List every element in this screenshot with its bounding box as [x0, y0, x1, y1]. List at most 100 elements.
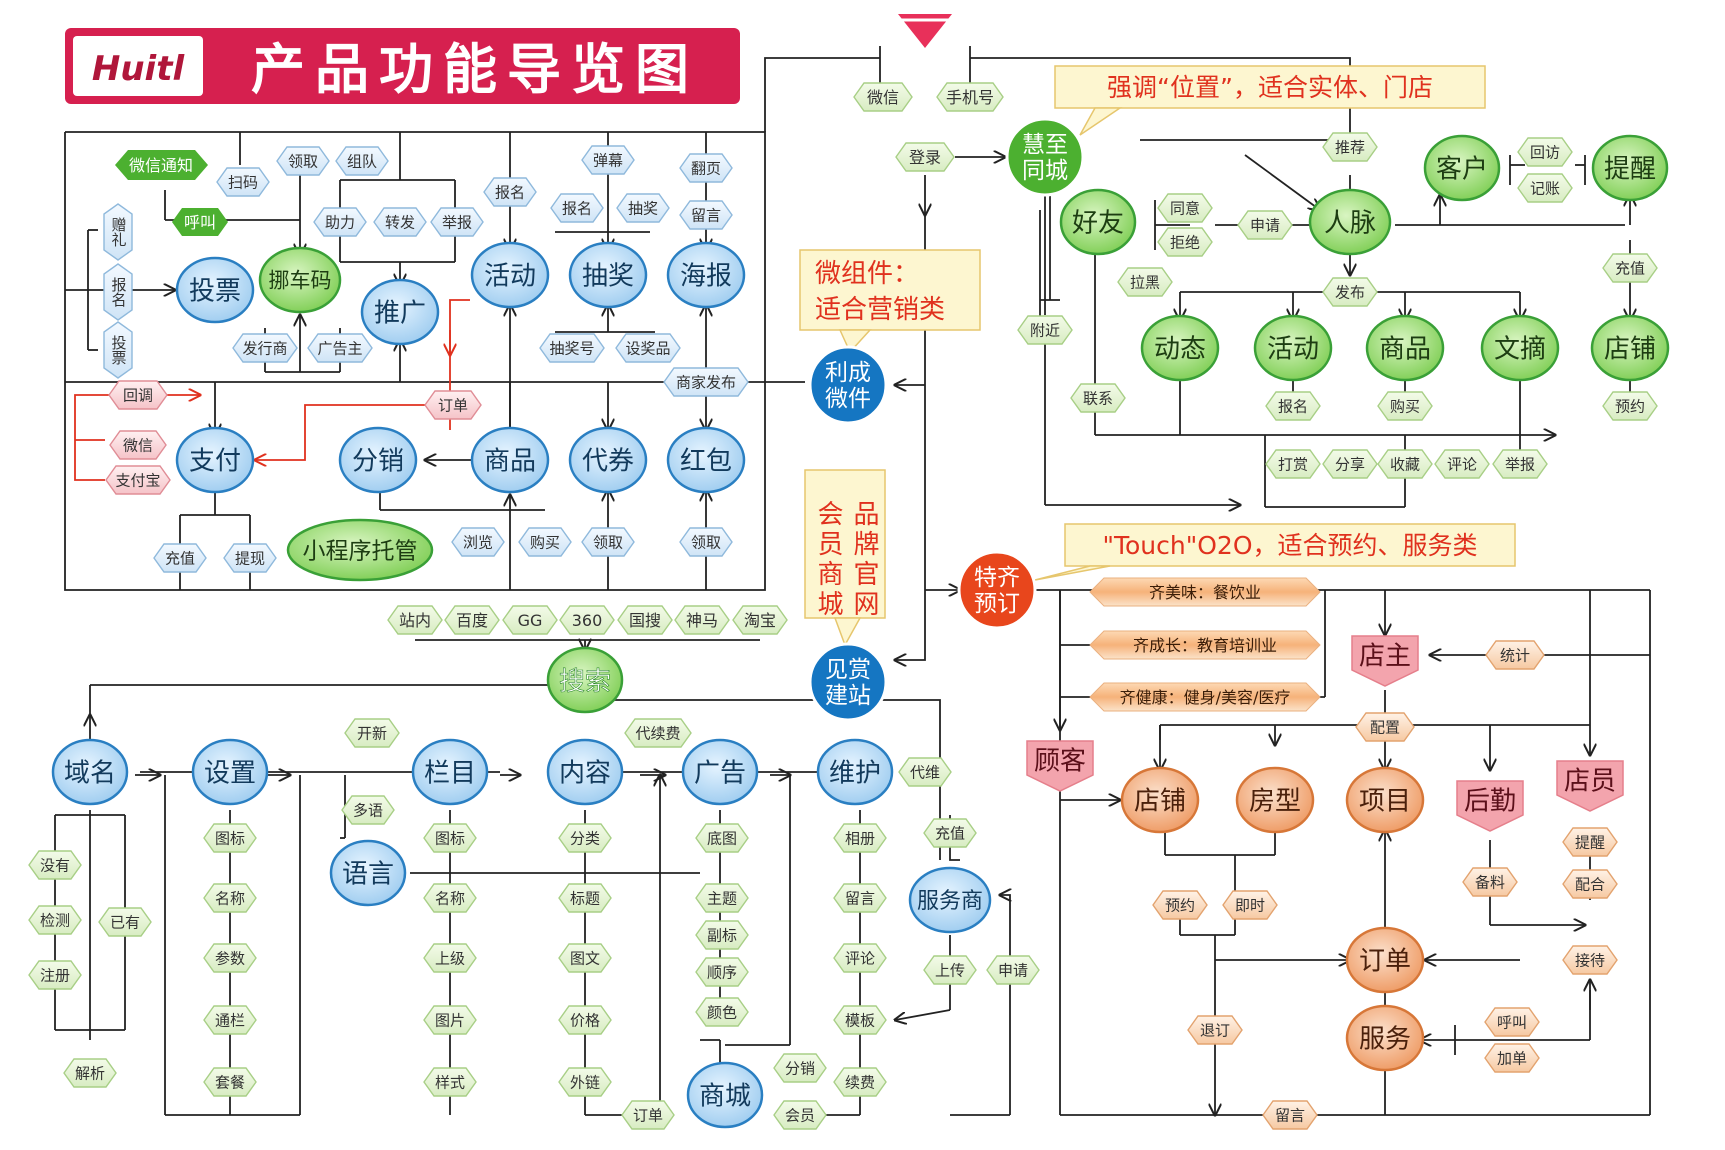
node-redpacket[interactable]: 红包 [666, 426, 746, 494]
tag-maintain-3[interactable]: 模板 [833, 1005, 887, 1035]
node-activity[interactable]: 活动 [470, 241, 550, 309]
tag-mall-member[interactable]: 会员 [773, 1100, 827, 1130]
tag-content-0[interactable]: 分类 [558, 823, 612, 853]
tag-withdraw[interactable]: 提现 [223, 543, 277, 573]
tag-callback[interactable]: 回调 [108, 380, 168, 410]
tag-reserve-city[interactable]: 预约 [1602, 391, 1658, 421]
tag-issuer[interactable]: 发行商 [232, 333, 298, 363]
tag-message-book[interactable]: 留言 [1262, 1100, 1318, 1130]
tag-domain-4[interactable]: 解析 [63, 1058, 117, 1088]
tag-collect[interactable]: 收藏 [1377, 449, 1433, 479]
banner-health[interactable]: 齐健康：健身/美容/医疗 [1089, 682, 1321, 712]
node-poster[interactable]: 海报 [666, 241, 746, 309]
tag-renewfee[interactable]: 代续费 [624, 718, 692, 748]
hub-teqi-yuding[interactable]: 特齐 预订 [957, 550, 1037, 630]
tag-cancel[interactable]: 退订 [1187, 1015, 1243, 1045]
tag-receive[interactable]: 接待 [1562, 945, 1618, 975]
node-domain[interactable]: 域名 [51, 738, 129, 806]
node-digest[interactable]: 文摘 [1480, 314, 1560, 382]
engine-2[interactable]: GG [502, 605, 558, 635]
tag-column-0[interactable]: 图标 [423, 823, 477, 853]
tag-maintain-0[interactable]: 相册 [833, 823, 887, 853]
tag-refuse[interactable]: 拒绝 [1157, 227, 1213, 257]
tag-stock[interactable]: 备料 [1462, 867, 1518, 897]
tag-content-3[interactable]: 价格 [558, 1005, 612, 1035]
engine-5[interactable]: 神马 [674, 605, 730, 635]
node-friend[interactable]: 好友 [1059, 188, 1137, 256]
tag-barrage[interactable]: 弹幕 [581, 145, 635, 175]
tag-column-3[interactable]: 图片 [423, 1005, 477, 1035]
tag-get1[interactable]: 领取 [581, 527, 635, 557]
tag-receive[interactable]: 领取 [276, 146, 330, 176]
tag-signup3[interactable]: 报名 [103, 263, 133, 321]
node-mall[interactable]: 商城 [686, 1061, 764, 1129]
tag-mall-dist[interactable]: 分销 [773, 1053, 827, 1083]
tag-buy[interactable]: 购买 [518, 527, 572, 557]
tag-maintain-1[interactable]: 留言 [833, 883, 887, 913]
tag-apply-build[interactable]: 申请 [986, 955, 1040, 985]
tag-reserve-book[interactable]: 预约 [1152, 890, 1208, 920]
node-vote[interactable]: 投票 [175, 256, 255, 324]
node-store-book[interactable]: 店铺 [1120, 766, 1200, 834]
node-guest[interactable]: 顾客 [1026, 740, 1094, 792]
node-service[interactable]: 服务 [1345, 1004, 1425, 1072]
node-activity-city[interactable]: 活动 [1253, 314, 1333, 382]
tag-advertiser[interactable]: 广告主 [307, 333, 373, 363]
tag-block[interactable]: 拉黑 [1117, 267, 1173, 297]
node-pay[interactable]: 支付 [175, 426, 255, 494]
tag-call[interactable]: 呼叫 [172, 208, 228, 236]
tag-domain-3[interactable]: 已有 [98, 907, 152, 937]
tag-publish[interactable]: 发布 [1322, 277, 1378, 307]
tag-domain-0[interactable]: 没有 [28, 850, 82, 880]
tag-stats[interactable]: 统计 [1485, 640, 1545, 670]
tag-contact[interactable]: 联系 [1070, 383, 1126, 413]
tag-draw[interactable]: 抽奖 [616, 193, 670, 223]
tag-column-2[interactable]: 上级 [423, 943, 477, 973]
tag-settings-4[interactable]: 套餐 [203, 1067, 257, 1097]
tag-instant[interactable]: 即时 [1222, 890, 1278, 920]
node-language[interactable]: 语言 [329, 839, 407, 907]
node-provider[interactable]: 服务商 [908, 866, 992, 934]
tag-agree[interactable]: 同意 [1157, 193, 1213, 223]
node-content[interactable]: 内容 [546, 738, 624, 806]
node-column[interactable]: 栏目 [411, 738, 489, 806]
tag-report-city[interactable]: 举报 [1492, 449, 1548, 479]
node-dynamic[interactable]: 动态 [1140, 314, 1220, 382]
tag-recharge-build[interactable]: 充值 [923, 818, 977, 848]
node-promote[interactable]: 推广 [360, 278, 440, 346]
tag-upload[interactable]: 上传 [923, 955, 977, 985]
tag-browse[interactable]: 浏览 [451, 527, 505, 557]
tag-signup-city[interactable]: 报名 [1265, 391, 1321, 421]
tag-column-1[interactable]: 名称 [423, 883, 477, 913]
login-wechat-tag[interactable]: 微信 [853, 82, 913, 112]
tag-addorder[interactable]: 加单 [1484, 1043, 1540, 1073]
tag-alipay[interactable]: 支付宝 [105, 465, 171, 495]
tag-flip[interactable]: 翻页 [679, 153, 733, 183]
tag-help[interactable]: 助力 [313, 207, 367, 237]
node-owner[interactable]: 店主 [1351, 635, 1419, 687]
node-miniapp[interactable]: 小程序托管 [286, 518, 434, 582]
tag-order-build[interactable]: 订单 [621, 1100, 675, 1130]
tag-share[interactable]: 分享 [1322, 449, 1378, 479]
node-distribute[interactable]: 分销 [338, 426, 418, 494]
node-parking-code[interactable]: 挪车码 [258, 246, 342, 314]
tag-ad-0[interactable]: 底图 [695, 823, 749, 853]
node-clerk[interactable]: 店员 [1556, 760, 1624, 812]
banner-food[interactable]: 齐美味：餐饮业 [1089, 577, 1321, 607]
engine-4[interactable]: 国搜 [617, 605, 673, 635]
tag-domain-1[interactable]: 检测 [28, 905, 82, 935]
tag-column-4[interactable]: 样式 [423, 1067, 477, 1097]
node-lottery[interactable]: 抽奖 [568, 241, 648, 309]
tag-maintain-side[interactable]: 代维 [898, 757, 952, 787]
hub-search[interactable]: 搜索 [546, 646, 624, 714]
tag-content-2[interactable]: 图文 [558, 943, 612, 973]
tag-config[interactable]: 配置 [1355, 712, 1415, 742]
tag-signup2[interactable]: 报名 [550, 193, 604, 223]
tag-recharge[interactable]: 充值 [153, 543, 207, 573]
tag-settings-0[interactable]: 图标 [203, 823, 257, 853]
tag-order[interactable]: 订单 [424, 390, 482, 420]
tag-maintain-2[interactable]: 评论 [833, 943, 887, 973]
tag-wxpay[interactable]: 微信 [109, 430, 167, 460]
hub-licheng-weijian[interactable]: 利成 微件 [808, 345, 888, 425]
login-phone-tag[interactable]: 手机号 [936, 82, 1004, 112]
